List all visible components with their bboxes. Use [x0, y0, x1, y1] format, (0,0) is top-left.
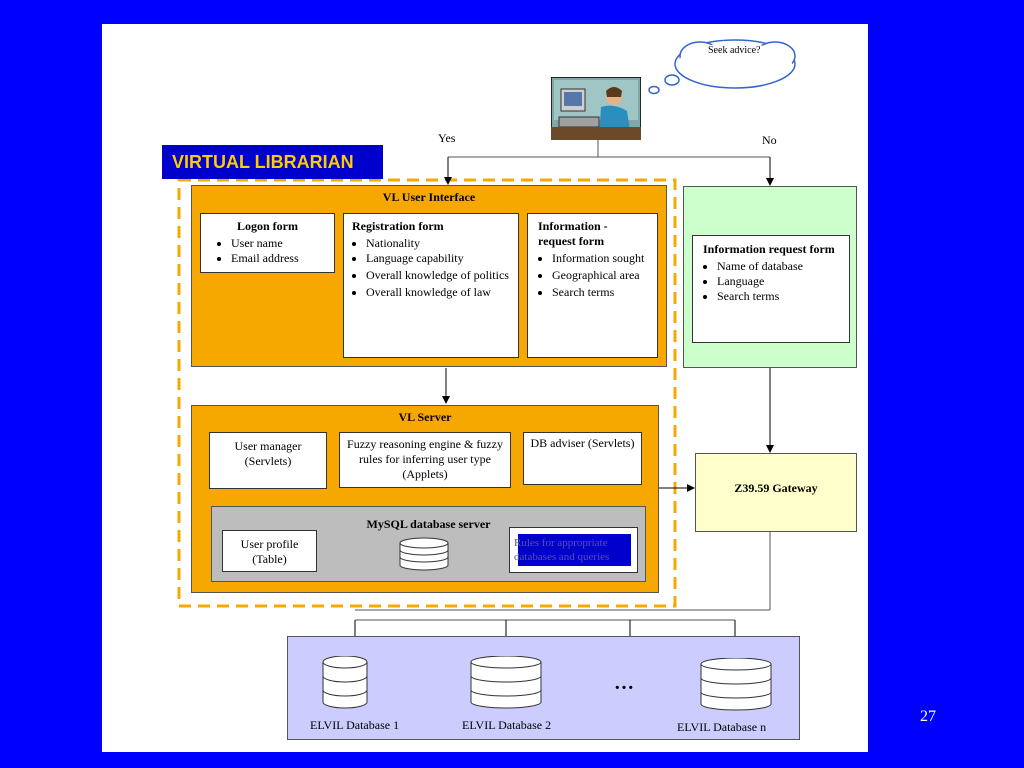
virtual-librarian-boundary: [177, 178, 677, 608]
database-cylinder-icon: [399, 537, 449, 571]
direct-information-request-title: Information request form: [703, 242, 835, 256]
information-request-item: Geographical area: [552, 268, 647, 283]
elvil-database-2-icon: [470, 656, 542, 709]
logon-form-title: Logon form: [237, 219, 298, 233]
logon-item: Email address: [231, 251, 326, 266]
fuzzy-reasoning-engine: Fuzzy reasoning engine & fuzzy rules for…: [339, 432, 511, 488]
information-request-form-title: Information - request form: [538, 219, 608, 248]
page-number: 27: [920, 708, 936, 725]
logon-item: User name: [231, 236, 326, 251]
user-profile-table: User profile (Table): [222, 530, 317, 572]
registration-form-title: Registration form: [352, 219, 444, 233]
elvil-database-1-label: ELVIL Database 1: [310, 718, 400, 732]
information-request-item: Search terms: [552, 285, 647, 300]
elvil-database-1-icon: [322, 656, 368, 709]
direct-request-item: Language: [717, 274, 839, 289]
registration-item: Overall knowledge of law: [366, 285, 510, 300]
elvil-database-n-icon: [700, 658, 772, 711]
no-label: No: [762, 133, 777, 147]
user-manager: User manager (Servlets): [209, 432, 327, 489]
information-request-form: Information - request form Information s…: [527, 213, 658, 358]
elvil-database-2-label: ELVIL Database 2: [462, 718, 552, 732]
elvil-database-n-label: ELVIL Database n: [677, 720, 767, 734]
more-databases-ellipsis: …: [614, 672, 634, 694]
registration-item: Overall knowledge of politics: [366, 268, 510, 283]
rules-highlight: [518, 534, 631, 566]
db-adviser: DB adviser (Servlets): [523, 432, 642, 485]
vl-server-title: VL Server: [398, 410, 452, 424]
direct-information-request-form: Information request form Name of databas…: [692, 235, 850, 343]
information-request-item: Information sought: [552, 251, 647, 266]
person-at-computer-icon: [551, 77, 641, 140]
thought-cloud: [648, 39, 796, 95]
rules-text: Rules for appropriate databases and quer…: [514, 537, 610, 563]
yes-label: Yes: [438, 131, 456, 145]
logon-form: Logon form User name Email address: [200, 213, 335, 273]
thought-text: Seek advice?: [708, 45, 761, 56]
registration-form: Registration form Nationality Language c…: [343, 213, 519, 358]
z3959-gateway: Z39.59 Gateway: [695, 453, 857, 532]
vl-user-interface-title: VL User Interface: [382, 190, 476, 204]
direct-request-item: Search terms: [717, 289, 839, 304]
registration-item: Nationality: [366, 236, 510, 251]
direct-request-item: Name of database: [717, 259, 839, 274]
mysql-title: MySQL database server: [366, 517, 491, 531]
registration-item: Language capability: [366, 251, 510, 266]
virtual-librarian-label: VIRTUAL LIBRARIAN: [162, 145, 383, 179]
